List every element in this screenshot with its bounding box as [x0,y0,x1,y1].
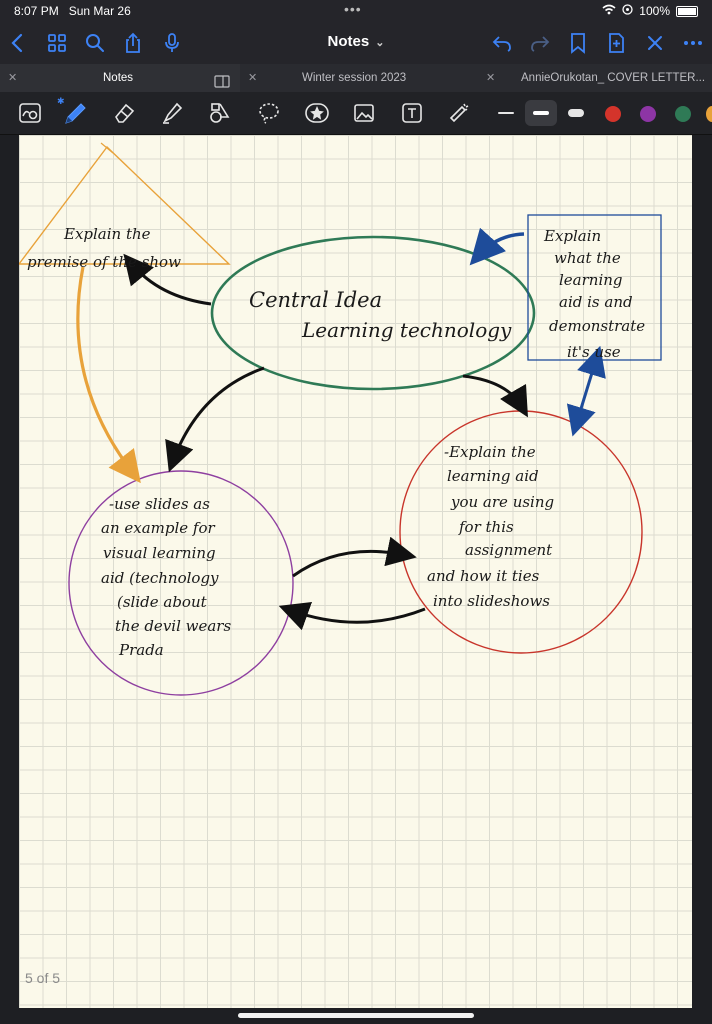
box-text-line: what the [554,249,621,267]
sticker-icon[interactable] [304,101,329,125]
multitask-dots-icon[interactable]: ••• [344,1,362,17]
right-circle-text-line: and how it ties [427,567,540,585]
split-view-icon[interactable] [214,71,230,99]
wifi-icon [602,4,616,18]
tab-bar: ✕ Notes ✕ Winter session 2023 ✕ AnnieOru… [0,64,712,92]
close-icon[interactable] [643,31,667,55]
close-tab-icon[interactable]: ✕ [8,72,18,84]
central-idea-subtitle: Learning technology [301,318,512,342]
bluetooth-icon: ✱ [57,96,65,106]
arrow-triangle-to-left [76,266,141,484]
right-circle-text-line: -Explain the [444,443,536,461]
eraser-icon[interactable] [112,101,136,125]
tab-notes[interactable]: ✕ Notes [0,64,240,92]
right-circle-text-line: into slideshows [433,592,550,610]
box-text-line: learning [559,271,623,289]
status-right: 100% [602,4,698,18]
left-circle-text-line: aid (technology [101,569,219,587]
triangle-text-line: premise of the show [27,253,181,271]
right-circle-text-line: learning aid [447,467,539,485]
nav-bar: Notes⌄ [0,22,712,64]
status-time: 8:07 PM Sun Mar 26 [14,4,131,18]
left-circle-text-line: Prada [118,641,164,659]
grid-view-icon[interactable] [45,31,69,55]
color-orange-swatch[interactable] [706,106,712,122]
arrow-to-triangle [123,253,212,306]
left-circle-text-line: -use slides as [109,495,210,513]
chevron-down-icon: ⌄ [375,37,385,49]
left-circle-text-line: (slide about [117,593,208,611]
right-circle-text-line: for this [458,518,514,536]
tab-winter-session[interactable]: ✕ Winter session 2023 [240,64,478,92]
search-icon[interactable] [83,31,107,55]
arrow-ellipse-to-left [165,366,265,473]
back-chevron-icon[interactable] [6,31,30,55]
medium-stroke-option[interactable] [525,100,557,126]
add-page-icon[interactable] [604,31,628,55]
share-icon[interactable] [121,31,145,55]
color-green-swatch[interactable] [675,106,691,122]
box-text-line: aid is and [559,293,633,311]
color-purple-swatch[interactable] [640,106,656,122]
pen-tool-icon[interactable] [62,101,86,125]
status-bar: 8:07 PM Sun Mar 26 ••• 100% [0,0,712,22]
zoom-window-icon[interactable] [18,101,42,125]
arrow-left-to-right [292,536,417,578]
thick-stroke-option[interactable] [568,109,584,117]
right-circle-text-line: you are using [450,493,554,511]
triangle-shape [19,145,231,265]
right-circle-text-line: assignment [465,541,553,559]
lasso-icon[interactable] [257,101,281,125]
note-page[interactable]: Explain the premise of the show Central … [19,135,692,1008]
bookmark-icon[interactable] [566,31,590,55]
more-options-icon[interactable] [681,31,705,55]
handwritten-mindmap: Explain the premise of the show Central … [19,142,662,696]
shapes-icon[interactable] [208,101,232,125]
left-circle-text-line: the devil wears [115,617,231,635]
notebook-title[interactable]: Notes⌄ [327,33,385,50]
color-red-swatch[interactable] [605,106,621,122]
location-icon [622,4,633,18]
central-idea-title: Central Idea [249,288,382,312]
arrow-box-to-right [566,345,606,437]
battery-percent: 100% [639,4,670,18]
page-indicator: 5 of 5 [25,970,61,986]
close-tab-icon[interactable]: ✕ [486,72,496,84]
text-tool-icon[interactable] [400,101,424,125]
redo-icon[interactable] [528,31,552,55]
box-text-line: it's use [567,343,621,361]
arrow-box-to-ellipse [469,227,525,266]
central-idea-ellipse [210,235,536,391]
highlighter-icon[interactable] [160,101,184,125]
laser-pointer-icon[interactable] [447,101,471,125]
thin-stroke-option[interactable] [498,112,514,114]
box-text-line: demonstrate [549,317,645,335]
arrow-right-to-left [278,602,426,631]
image-icon[interactable] [352,101,376,125]
tab-cover-letter[interactable]: ✕ AnnieOrukotan_ COVER LETTER... [478,64,712,92]
microphone-icon[interactable] [160,31,184,55]
close-tab-icon[interactable]: ✕ [248,72,258,84]
arrow-ellipse-to-right [462,374,529,418]
home-indicator[interactable] [238,1013,474,1018]
battery-icon [676,5,698,17]
drawing-toolbar: ✱ [0,92,712,135]
box-text-line: Explain [543,227,601,245]
left-circle-text-line: an example for [101,519,216,537]
triangle-text-line: Explain the [63,225,151,243]
undo-icon[interactable] [490,31,514,55]
left-circle-text-line: visual learning [103,544,216,562]
